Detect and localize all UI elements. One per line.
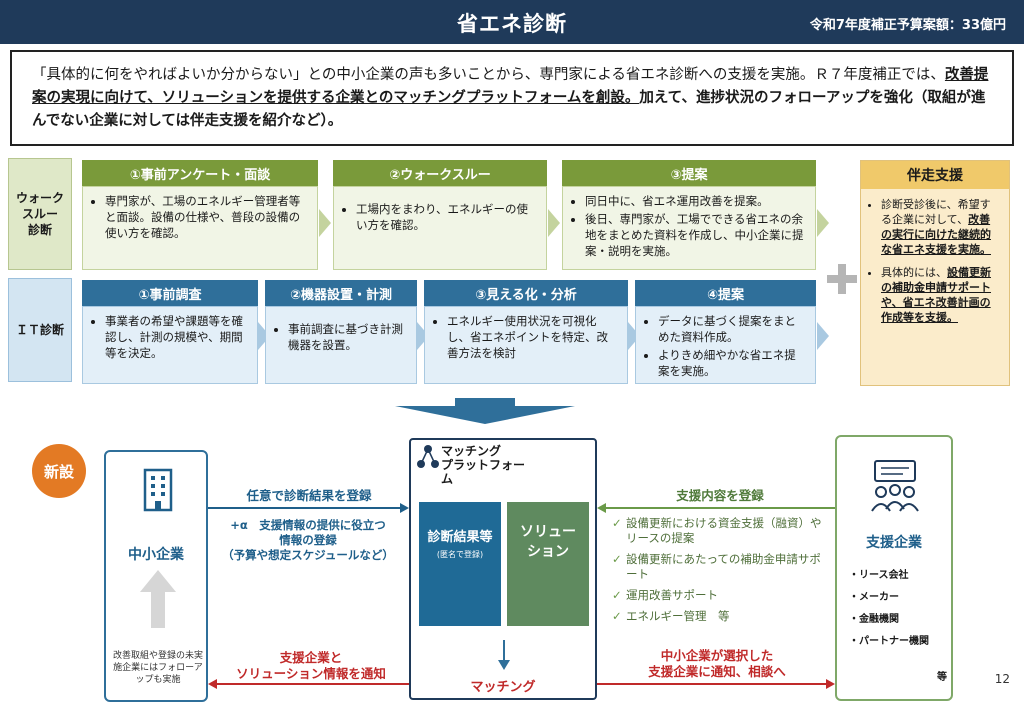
sme-box: 中小企業 改善取組や登録の未実施企業にはフォローアップも実施: [104, 450, 208, 702]
diagnosis-results-block: 診断結果等 (匿名で登録): [419, 502, 501, 626]
walk-step-1: ①事前アンケート・面談 専門家が、工場のエネルギー管理者等と面談。設備の仕様や、…: [82, 160, 318, 270]
walk-step-title: ③提案: [562, 160, 816, 186]
supporter-box: 支援企業 ・リース会社 ・メーカー ・金融機関 ・パートナー機関 等: [835, 435, 953, 701]
supporter-item: ・金融機関: [849, 614, 899, 625]
walk-step-body: 同日中に、省エネ運用改善を提案。 後日、専門家が、工場でできる省エネの余地をまと…: [562, 186, 816, 270]
page-title: 省エネ診断: [457, 12, 567, 36]
down-arrow-small-icon: [498, 640, 510, 670]
plus-icon: [827, 264, 857, 294]
walkthrough-label: ウォーク スルー 診断: [8, 158, 72, 270]
it-step-item: よりきめ細やかな省エネ提案を実施。: [658, 347, 805, 379]
new-badge: 新設: [32, 444, 86, 498]
banso-support-box: 伴走支援 診断受診後に、希望する企業に対して、改善の実行に向けた継続的な省エネ支…: [860, 160, 1010, 386]
it-step-item: 事業者の希望や課題等を確認し、計測の規模や、期間等を決定。: [105, 313, 247, 361]
support-content-list: 設備更新における資金支援（融資）やリースの提案 設備更新にあたっての補助金申請サ…: [612, 516, 822, 630]
it-diagnosis-label: ＩＴ診断: [8, 278, 72, 382]
it-step-3: ③見える化・分析 エネルギー使用状況を可視化し、省エネポイントを特定、改善方法を…: [424, 280, 628, 384]
banso-emphasis: 設備更新の補助金申請サポートや、省エネ改善計画の作成等を支援。: [881, 266, 991, 324]
it-step-body: エネルギー使用状況を可視化し、省エネポイントを特定、改善方法を検討: [424, 306, 628, 384]
it-step-title: ③見える化・分析: [424, 280, 628, 306]
matching-platform-box: マッチング プラットフォー ム 診断結果等 (匿名で登録) ソリュー ション マ…: [409, 438, 597, 700]
supporter-list: ・リース会社 ・メーカー ・金融機関 ・パートナー機関: [849, 565, 929, 653]
solution-block: ソリュー ション: [507, 502, 589, 626]
it-step-1: ①事前調査 事業者の希望や課題等を確認し、計測の規模や、期間等を決定。: [82, 280, 258, 384]
it-step-title: ②機器設置・計測: [265, 280, 417, 306]
people-group-icon: [871, 460, 919, 512]
arrow-head: [208, 679, 217, 689]
it-step-body: データに基づく提案をまとめた資料作成。 よりきめ細やかな省エネ提案を実施。: [635, 306, 816, 384]
it-step-body: 事業者の希望や課題等を確認し、計測の規模や、期間等を決定。: [82, 306, 258, 384]
banso-item: 診断受診後に、希望する企業に対して、改善の実行に向けた継続的な省エネ支援を実施。: [881, 197, 1001, 257]
sme-followup-note: 改善取組や登録の未実施企業にはフォローアップも実施: [112, 651, 203, 685]
it-step-body: 事前調査に基づき計測機器を設置。: [265, 306, 417, 384]
supporter-item: ・メーカー: [849, 592, 899, 603]
network-icon: [417, 445, 439, 468]
intro-box: 「具体的に何をやればよいか分からない」との中小企業の声も多いことから、専門家によ…: [10, 50, 1014, 146]
support-item: エネルギー管理 等: [612, 609, 822, 624]
walk-step-body: 専門家が、工場のエネルギー管理者等と面談。設備の仕様や、普段の設備の使い方を確認…: [82, 186, 318, 270]
banso-emphasis: 改善の実行に向けた継続的な省エネ支援を実施。: [881, 213, 991, 256]
walk-step-item: 後日、専門家が、工場でできる省エネの余地をまとめた資料を作成し、中小企業に提案・…: [585, 211, 805, 259]
intro-emphasis: 改善提案の実現に向けて、ソリューションを提供する企業とのマッチングプラットフォー…: [32, 67, 989, 106]
banso-text: 診断受診後に、希望する企業に対して、: [881, 198, 991, 226]
up-arrow-icon: [140, 570, 176, 628]
platform-title: マッチング プラットフォー ム: [441, 444, 526, 486]
walk-step-title: ①事前アンケート・面談: [82, 160, 318, 186]
arrow-head: [826, 679, 835, 689]
header-bar: 省エネ診断 令和7年度補正予算案額：33億円: [0, 0, 1024, 44]
walk-step-item: 工場内をまわり、エネルギーの使い方を確認。: [356, 201, 536, 233]
walk-step-item: 専門家が、工場のエネルギー管理者等と面談。設備の仕様や、普段の設備の使い方を確認…: [105, 193, 307, 241]
it-step-item: 事前調査に基づき計測機器を設置。: [288, 321, 406, 353]
it-step-item: エネルギー使用状況を可視化し、省エネポイントを特定、改善方法を検討: [447, 313, 617, 361]
support-item: 設備更新にあたっての補助金申請サポート: [612, 552, 822, 582]
budget-label: 令和7年度補正予算案額：33億円: [809, 18, 1006, 33]
register-support-label: 支援内容を登録: [676, 488, 764, 503]
banso-text: 具体的には、: [881, 266, 947, 279]
page-number: 12: [994, 672, 1010, 686]
anonymous-note: (匿名で登録): [436, 550, 484, 559]
walk-step-3: ③提案 同日中に、省エネ運用改善を提案。 後日、専門家が、工場でできる省エネの余…: [562, 160, 816, 270]
intro-bold: 加えて、進捗状況のフォローアップを強化（取組が進んでない企業に対しては伴走支援を…: [32, 90, 986, 129]
it-step-2: ②機器設置・計測 事前調査に基づき計測機器を設置。: [265, 280, 417, 384]
walk-chevron-1: [319, 209, 331, 237]
walk-step-item: 同日中に、省エネ運用改善を提案。: [585, 193, 805, 209]
support-item: 設備更新における資金支援（融資）やリースの提案: [612, 516, 822, 546]
supporter-item: ・リース会社: [849, 570, 909, 581]
it-chevron-4: [817, 322, 829, 350]
intro-text: 「具体的に何をやればよいか分からない」との中小企業の声も多いことから、専門家によ…: [32, 67, 945, 83]
supporter-title: 支援企業: [866, 535, 922, 551]
banso-body: 診断受診後に、希望する企業に対して、改善の実行に向けた継続的な省エネ支援を実施。…: [861, 189, 1009, 325]
down-arrow-icon: [395, 398, 575, 424]
supporter-item: ・パートナー機関: [849, 636, 929, 647]
walk-step-2: ②ウォークスルー 工場内をまわり、エネルギーの使い方を確認。: [333, 160, 547, 270]
notify-sme-label: 支援企業と ソリューション情報を通知: [236, 650, 386, 681]
it-step-title: ④提案: [635, 280, 816, 306]
banso-item: 具体的には、設備更新の補助金申請サポートや、省エネ改善計画の作成等を支援。: [881, 265, 1001, 325]
it-step-4: ④提案 データに基づく提案をまとめた資料作成。 よりきめ細やかな省エネ提案を実施…: [635, 280, 816, 384]
walk-step-title: ②ウォークスルー: [333, 160, 547, 186]
matching-label: マッチング: [470, 680, 536, 695]
support-item: 運用改善サポート: [612, 588, 822, 603]
register-diagnosis-label: 任意で診断結果を登録: [246, 488, 372, 503]
notify-supporter-label: 中小企業が選択した 支援企業に通知、相談へ: [648, 648, 786, 679]
walk-chevron-3: [817, 209, 829, 237]
register-info-label: +α 支援情報の提供に役立つ 情報の登録 （予算や想定スケジュールなど）: [222, 518, 394, 562]
sme-title: 中小企業: [128, 547, 184, 563]
it-step-item: データに基づく提案をまとめた資料作成。: [658, 313, 805, 345]
building-icon: [143, 468, 173, 512]
arrow-head: [597, 503, 606, 513]
arrow-head: [400, 503, 409, 513]
walk-chevron-2: [548, 209, 560, 237]
it-step-title: ①事前調査: [82, 280, 258, 306]
banso-title: 伴走支援: [861, 161, 1009, 189]
diagnosis-results-label: 診断結果等: [427, 530, 493, 545]
supporter-etc: 等: [937, 672, 947, 683]
walk-step-body: 工場内をまわり、エネルギーの使い方を確認。: [333, 186, 547, 270]
